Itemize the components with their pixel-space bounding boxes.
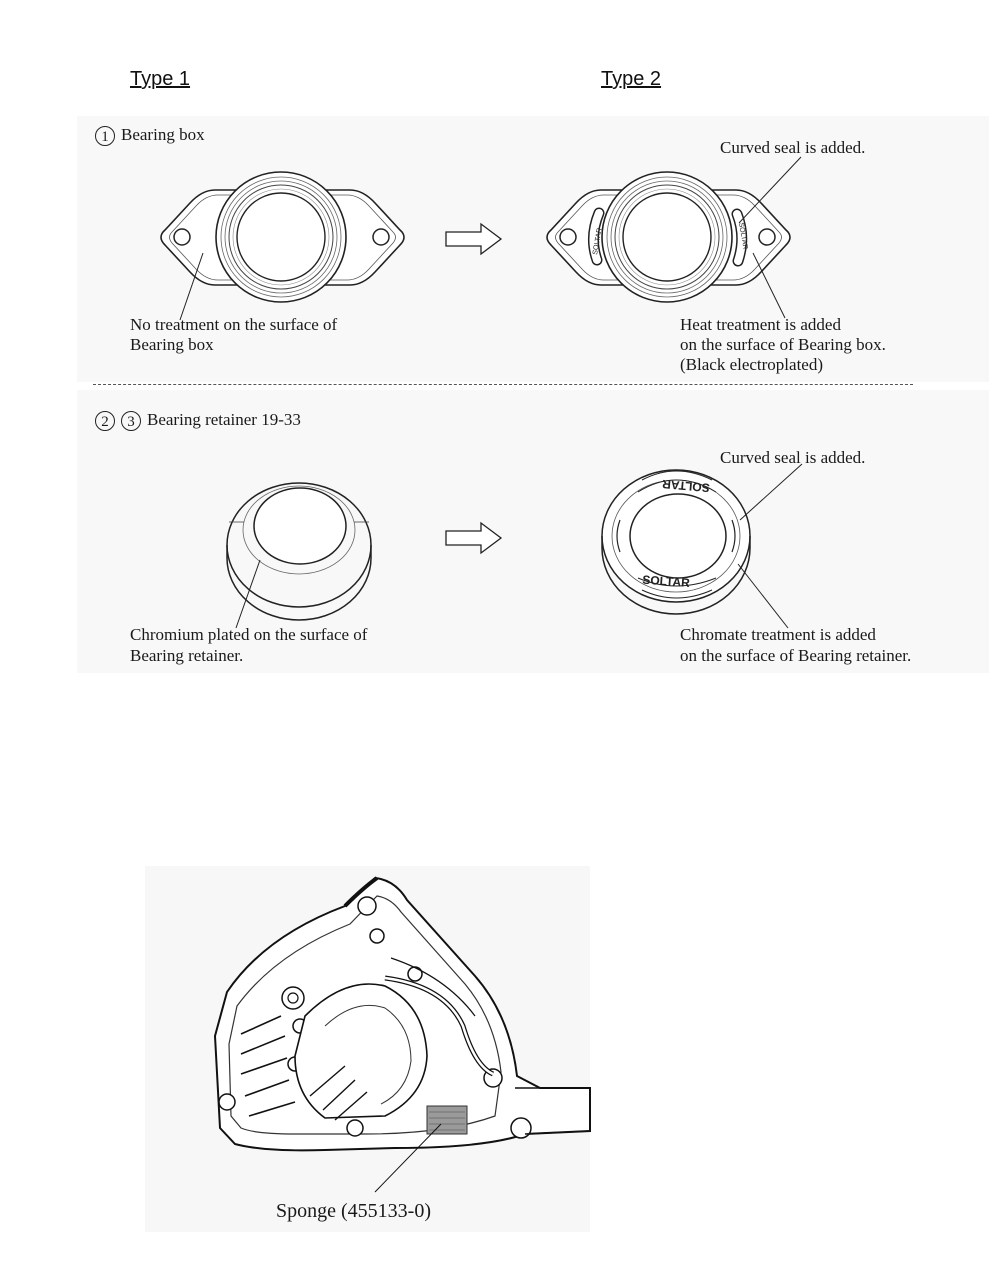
section1-type2-note-line3: (Black electroplated) [680,355,824,374]
section1-type1-note-line1: No treatment on the surface of [130,315,338,334]
section1-title: Bearing box [121,125,205,144]
seal-text-right: SOLTAR [737,222,749,250]
section1-type1-note-line2: Bearing box [130,335,214,354]
section-divider [93,384,913,385]
bearing-box-type2-drawing: SOLTAR SOLTAR [546,156,802,319]
section2-type2-callout: Curved seal is added. [720,448,866,467]
arrow-right-icon [445,222,503,256]
section1-type2-note-line2: on the surface of Bearing box. [680,335,886,354]
arrow-right-icon [445,521,503,555]
seal-text-left: SOLTAR [592,228,604,256]
type1-heading: Type 1 [130,68,191,90]
section2-type1-note-line2: Bearing retainer. [130,646,244,665]
section2-type2-note-line1: Chromate treatment is added [680,625,876,644]
section1-type2-note-line1: Heat treatment is added [680,315,841,334]
section2-type2-note-line2: on the surface of Bearing retainer. [680,646,912,665]
section1-number: 1 [95,126,115,147]
sponge-caption: Sponge (455133-0) [276,1200,431,1222]
bearing-box-type1-drawing [160,171,405,321]
section1-type2-callout: Curved seal is added. [720,138,866,157]
bearing-retainer-type1-drawing [226,482,372,629]
section2-type1-note-line1: Chromium plated on the surface of [130,625,368,644]
bearing-retainer-type2-drawing: SOLTAR SOLTAR [601,463,803,629]
section1-heading: 1 Bearing box [95,125,205,147]
seal-text-bottom: SOLTAR [642,573,691,590]
section2-number-a: 2 [95,411,115,432]
seal-text-top: SOLTAR [661,477,710,495]
motor-housing-drawing [213,876,591,1193]
section2-title: Bearing retainer 19-33 [147,410,301,429]
type2-heading: Type 2 [601,68,662,90]
section2-number-b: 3 [121,411,141,432]
